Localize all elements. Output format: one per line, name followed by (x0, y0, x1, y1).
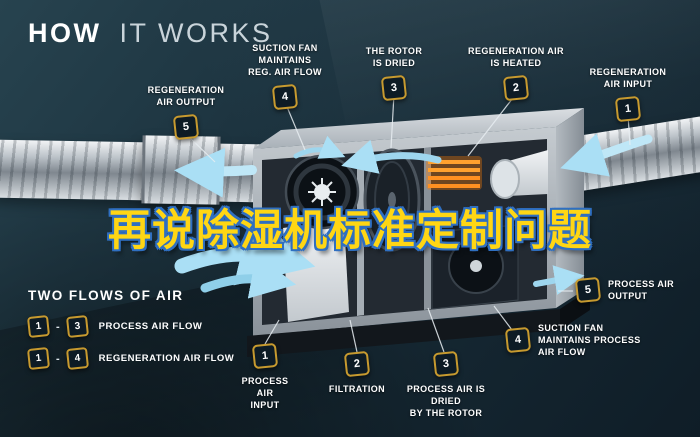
legend-two-flows: TWO FLOWS OF AIR 1 - 3 PROCESS AIR FLOW … (26, 288, 235, 380)
callout-process-air-output-label: PROCESS AIR OUTPUT (608, 279, 675, 302)
badge-3-rotor-dried: 3 (380, 75, 408, 102)
callout-filtration-label: FILTRATION (328, 384, 386, 394)
interior-components (283, 147, 548, 322)
legend-badge-3: 3 (65, 314, 89, 339)
badge-5-process-output: 5 (574, 276, 602, 304)
process-fan-icon (431, 224, 519, 310)
callout-rotor-dried: THE ROTOR IS DRIED 3 (355, 45, 433, 102)
callout-suction-fan-reg: SUCTION FAN MAINTAINS REG. AIR FLOW 4 (240, 42, 330, 111)
badge-5-regeneration-output: 5 (172, 114, 200, 141)
callout-regeneration-air-output-label: REGENERATION AIR OUTPUT (147, 85, 225, 108)
page-title: HOW IT WORKS (28, 18, 273, 49)
callout-process-air-input: 1 PROCESS AIR INPUT (232, 342, 298, 411)
page-title-bold: HOW (28, 18, 102, 48)
badge-4-suction-reg: 4 (271, 84, 299, 111)
callout-regeneration-air-heated-label: REGENERATION AIR IS HEATED (468, 46, 564, 69)
callout-regeneration-air-heated: REGENERATION AIR IS HEATED 2 (462, 45, 570, 102)
badge-1-reg-input: 1 (614, 96, 642, 123)
desiccant-rotor-icon (363, 148, 421, 252)
callout-process-air-dried: 3 PROCESS AIR IS DRIED BY THE ROTOR (392, 350, 500, 419)
legend-badge-4: 4 (65, 346, 89, 371)
regeneration-inlet-arrow (560, 133, 653, 177)
chinese-watermark-headline: 再说除湿机标准定制问题 (108, 206, 592, 256)
callout-suction-fan-process: 4 SUCTION FAN MAINTAINS PROCESS AIR FLOW (504, 322, 641, 358)
legend-label-regeneration-flow: REGENERATION AIR FLOW (98, 353, 235, 364)
callout-regeneration-air-input-label: REGENERATION AIR INPUT (589, 67, 667, 90)
badge-3-process-dried: 3 (432, 350, 460, 378)
legend-row-process-flow: 1 - 3 PROCESS AIR FLOW (26, 314, 234, 339)
heater-icon (426, 156, 482, 190)
legend-dash-1: - (56, 320, 60, 333)
regeneration-fan-icon (284, 154, 360, 230)
legend-badge-1a: 1 (26, 314, 51, 339)
callout-rotor-dried-label: THE ROTOR IS DRIED (365, 46, 423, 69)
regeneration-outlet-arrow (174, 147, 257, 198)
callout-process-air-dried-label: PROCESS AIR IS DRIED BY THE ROTOR (406, 384, 486, 419)
badge-1-process-input: 1 (251, 342, 279, 370)
badge-2-filtration: 2 (343, 350, 371, 378)
badge-2-reg-heated: 2 (502, 75, 530, 102)
fan-outflow-arrow (293, 135, 346, 159)
callout-regeneration-air-input: REGENERATION AIR INPUT 1 (580, 66, 676, 123)
legend-dash-2: - (56, 352, 60, 365)
callout-process-air-input-label: PROCESS AIR INPUT (241, 376, 289, 411)
legend-heading: TWO FLOWS OF AIR (28, 288, 184, 303)
legend-row-regeneration-flow: 1 - 4 REGENERATION AIR FLOW (26, 346, 235, 371)
badge-4-suction-process: 4 (504, 327, 532, 354)
internal-regeneration-arrow (341, 139, 442, 174)
callout-process-air-output: 5 PROCESS AIR OUTPUT (574, 276, 675, 304)
callout-filtration: 2 FILTRATION (322, 350, 392, 395)
regeneration-outlet-cone (490, 150, 548, 199)
callout-suction-fan-process-label: SUCTION FAN MAINTAINS PROCESS AIR FLOW (538, 323, 641, 358)
legend-label-process-flow: PROCESS AIR FLOW (98, 321, 203, 332)
callout-connector-lines (185, 93, 631, 353)
process-outlet-arrow (533, 265, 585, 295)
callout-suction-fan-reg-label: SUCTION FAN MAINTAINS REG. AIR FLOW (248, 43, 322, 78)
page-title-light: IT WORKS (119, 18, 273, 48)
callout-regeneration-air-output: REGENERATION AIR OUTPUT 5 (138, 84, 234, 141)
airflow-arrows (174, 133, 653, 299)
process-inlet-arrow-small (200, 254, 297, 299)
legend-badge-1b: 1 (26, 346, 51, 371)
